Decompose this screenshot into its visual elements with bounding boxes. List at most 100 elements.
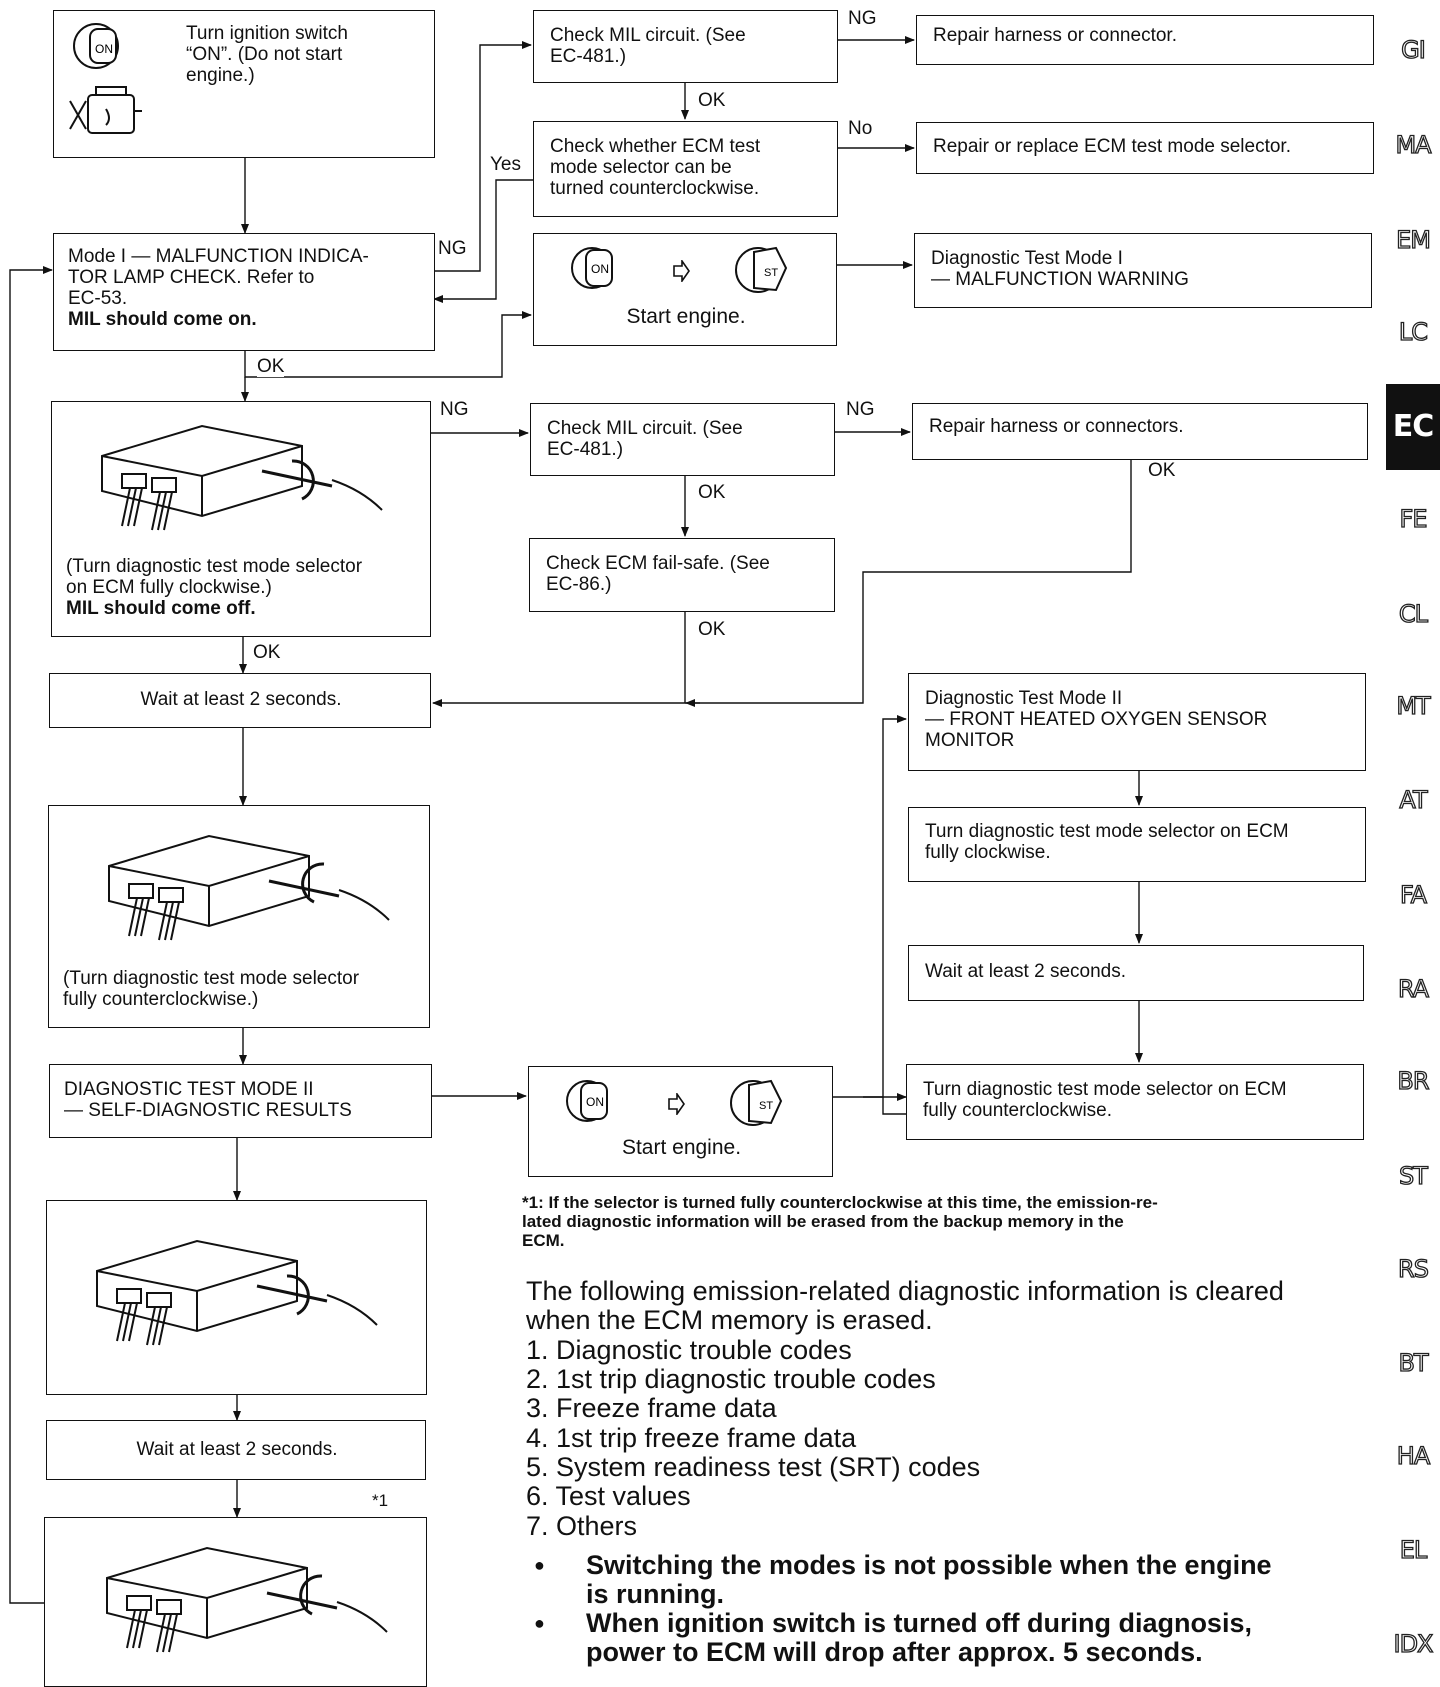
ignition-on-text: Turn ignition switch “ON”. (Do not start… [186,23,348,86]
ecm-image-box-3 [46,1200,427,1395]
notes-item: 3. Freeze frame data [526,1393,777,1423]
start-engine-text-1: Start engine. [626,305,746,328]
footnote-marker: *1 [372,1490,389,1511]
ecm-cw-box: (Turn diagnostic test mode selector on E… [51,401,431,637]
diag-mode2-o2-box: Diagnostic Test Mode II — FRONT HEATED O… [908,673,1366,771]
mode1-text: Mode I — MALFUNCTION INDICA- TOR LAMP CH… [68,246,369,309]
check-mil-text-1: Check MIL circuit. (See EC-481.) [550,25,746,67]
side-tab[interactable]: BR [1397,1066,1430,1095]
svg-text:ON: ON [591,262,609,276]
notes-bullets: Switching the modes is not possible when… [530,1551,1360,1667]
check-selector-text: Check whether ECM test mode selector can… [550,136,761,199]
mil-off-text: MIL should come off. [66,598,256,619]
check-mil-text-2: Check MIL circuit. (See EC-481.) [547,418,743,460]
wait-box-1: Wait at least 2 seconds. [49,673,431,728]
ecm-ccw-box: (Turn diagnostic test mode selector full… [48,805,430,1028]
label-ok-3: OK [698,482,726,503]
ecm-unit-screwdriver-image-4 [106,1546,388,1653]
bullet-item: When ignition switch is turned off durin… [530,1609,1360,1667]
wait-text-1: Wait at least 2 seconds. [140,689,342,710]
side-tab[interactable]: BT [1398,1348,1429,1377]
check-mil-circuit-box-2: Check MIL circuit. (See EC-481.) [530,403,835,476]
check-failsafe-text: Check ECM fail-safe. (See EC-86.) [546,553,770,595]
side-tab[interactable]: FA [1399,880,1427,909]
mode1-mil-check-box: Mode I — MALFUNCTION INDICA- TOR LAMP CH… [53,233,435,351]
turn-cw-ecm-text: Turn diagnostic test mode selector on EC… [925,821,1289,863]
label-ok-6: OK [253,642,281,663]
notes-item: 1. Diagnostic trouble codes [526,1335,852,1365]
notes-item: 2. 1st trip diagnostic trouble codes [526,1364,936,1394]
side-tab[interactable]: LC [1398,317,1428,346]
check-selector-box: Check whether ECM test mode selector can… [533,121,838,217]
key-start-icon-2: ST [730,1079,783,1126]
side-tab[interactable]: EM [1395,225,1431,254]
label-ok-2: OK [257,356,285,377]
diag-mode2-o2-text: Diagnostic Test Mode II — FRONT HEATED O… [925,688,1268,751]
label-ok-5: OK [698,619,726,640]
ignition-key-icon: ON [73,23,119,69]
turn-ccw-ecm-box: Turn diagnostic test mode selector on EC… [906,1064,1364,1140]
ecm-unit-screwdriver-image-3 [96,1239,378,1346]
repair-selector-text: Repair or replace ECM test mode selector… [933,136,1291,157]
side-tab[interactable]: FE [1399,504,1428,533]
check-failsafe-box: Check ECM fail-safe. (See EC-86.) [529,538,835,612]
side-tab[interactable]: AT [1399,785,1429,814]
diag-mode1-warning-box: Diagnostic Test Mode I — MALFUNCTION WAR… [914,233,1372,308]
start-engine-text-2: Start engine. [621,1136,742,1159]
svg-text:ON: ON [586,1095,604,1109]
side-tab-active[interactable]: EC [1386,384,1440,470]
side-tab[interactable]: RA [1397,974,1429,1003]
arrow-right-icon-2 [668,1093,685,1115]
side-tab[interactable]: ST [1398,1161,1428,1190]
label-yes: Yes [490,154,521,175]
ecm-cw-caption: (Turn diagnostic test mode selector on E… [66,556,363,598]
start-engine-box-2: ON ST Start engine. [528,1066,833,1177]
side-tab[interactable]: HA [1396,1441,1431,1470]
wait-text-3: Wait at least 2 seconds. [136,1439,338,1460]
arrow-right-icon [673,260,690,282]
key-start-icon: ST [735,246,788,293]
side-tab[interactable]: EL [1399,1535,1428,1564]
label-no: No [848,118,873,139]
notes-item: 5. System readiness test (SRT) codes [526,1452,981,1482]
start-engine-box-1: ON ST Start engine. [533,233,837,346]
ecm-image-box-4 [44,1517,427,1687]
side-tab[interactable]: RS [1397,1254,1429,1283]
repair-harness-text-2: Repair harness or connectors. [929,416,1184,437]
label-ng-2: NG [438,238,467,259]
mode2-self-diag-box: DIAGNOSTIC TEST MODE II — SELF-DIAGNOSTI… [49,1064,432,1138]
repair-harness-box-2: Repair harness or connectors. [912,403,1368,460]
bullet-item: Switching the modes is not possible when… [530,1551,1360,1609]
mode2-self-diag-text: DIAGNOSTIC TEST MODE II — SELF-DIAGNOSTI… [64,1079,352,1121]
mode1-mil-on: MIL should come on. [68,309,257,330]
svg-text:ON: ON [95,42,113,56]
svg-text:ST: ST [759,1100,773,1112]
ecm-unit-screwdriver-image-2 [108,834,390,941]
ecm-unit-screwdriver-image [101,424,383,531]
wait-text-2: Wait at least 2 seconds. [925,961,1127,982]
ignition-on-box: ON Turn ignition switch “ON”. (Do not st… [53,10,435,158]
label-ng-1: NG [848,8,877,29]
repair-harness-box-1: Repair harness or connector. [916,15,1374,65]
label-ok-1: OK [698,90,726,111]
footnote-text: *1: If the selector is turned fully coun… [522,1193,1158,1250]
key-on-icon-2: ON [566,1080,608,1122]
check-mil-circuit-box-1: Check MIL circuit. (See EC-481.) [533,10,838,83]
side-tab[interactable]: GI [1401,35,1427,64]
side-tab[interactable]: MT [1396,691,1432,720]
wait-box-2: Wait at least 2 seconds. [908,945,1364,1001]
turn-ccw-ecm-text: Turn diagnostic test mode selector on EC… [923,1079,1287,1121]
ecm-ccw-caption: (Turn diagnostic test mode selector full… [63,968,360,1010]
svg-text:ST: ST [764,267,778,279]
label-ng-4: NG [846,399,875,420]
key-on-icon: ON [571,247,613,289]
notes-item: 6. Test values [526,1481,691,1511]
turn-cw-ecm-box: Turn diagnostic test mode selector on EC… [908,807,1366,882]
side-tab[interactable]: CL [1398,599,1428,628]
side-tab[interactable]: MA [1395,130,1432,159]
repair-harness-text-1: Repair harness or connector. [933,25,1177,46]
notes-item: 7. Others [526,1511,638,1541]
side-tab[interactable]: IDX [1393,1629,1434,1658]
diag-mode1-warning-text: Diagnostic Test Mode I — MALFUNCTION WAR… [931,248,1189,290]
